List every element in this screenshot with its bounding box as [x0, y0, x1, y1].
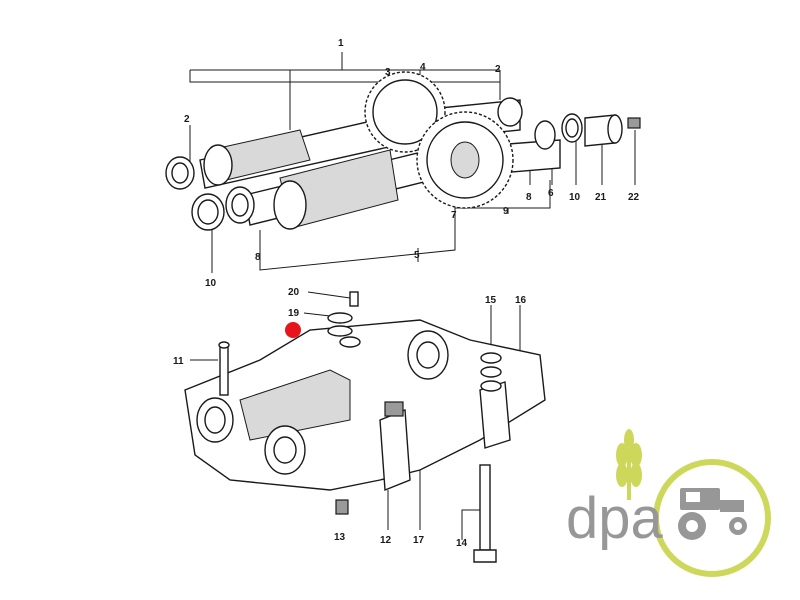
rocker-shaft-assembly	[165, 71, 641, 231]
bracket-housing	[184, 291, 546, 563]
callout-14: 14	[456, 538, 468, 549]
callout-5: 5	[414, 250, 420, 261]
callout-21: 21	[595, 192, 607, 203]
callout-17: 17	[413, 535, 425, 546]
callout-8-left: 8	[255, 252, 261, 263]
callout-10-right: 10	[569, 192, 581, 203]
logo-text: dpa	[566, 486, 664, 551]
callout-19: 19	[288, 308, 300, 319]
callout-11: 11	[173, 356, 184, 367]
tractor-icon	[678, 488, 747, 540]
logo-ring	[653, 459, 771, 577]
callout-8-right: 8	[526, 192, 532, 203]
callout-20: 20	[288, 287, 300, 298]
callout-4: 4	[420, 62, 426, 73]
callout-10-left: 10	[205, 278, 217, 289]
dpa-logo: dpa	[566, 429, 771, 577]
callout-2-right: 2	[495, 64, 501, 75]
callout-7: 7	[451, 210, 457, 221]
callout-9: 9	[503, 206, 509, 217]
highlight-marker	[285, 322, 301, 338]
callout-22: 22	[628, 192, 640, 203]
callout-2-left: 2	[184, 114, 190, 125]
callout-6: 6	[548, 188, 554, 199]
callout-labels: 1 2 3 4 2 8 6 10 21 22 7 9 5 8 10 20 19 …	[173, 38, 640, 549]
callout-12: 12	[380, 535, 392, 546]
callout-1: 1	[338, 38, 344, 49]
callout-13: 13	[334, 532, 346, 543]
wheat-icon	[616, 429, 642, 500]
callout-16: 16	[515, 295, 527, 306]
callout-15: 15	[485, 295, 497, 306]
callout-3: 3	[385, 67, 391, 78]
